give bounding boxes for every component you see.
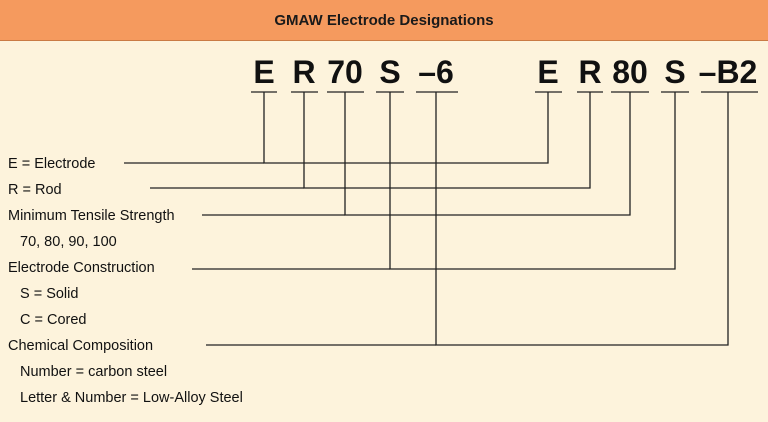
connector-composition [435, 92, 729, 346]
connectors [124, 92, 729, 346]
legend-rod: R = Rod [8, 182, 62, 198]
connector-rod [303, 92, 591, 189]
legend-tensile-values: 70, 80, 90, 100 [20, 234, 117, 250]
legend-composition-title: Chemical Composition [8, 338, 153, 354]
designation-right: E R 80 S –B2 [537, 54, 757, 90]
designation-left: E R 70 S –6 [253, 54, 453, 90]
legend-construction-title: Electrode Construction [8, 260, 155, 276]
right-composition-suffix: –B2 [699, 54, 758, 90]
right-r-char: R [578, 54, 601, 90]
legend-cored: C = Cored [20, 312, 87, 328]
legend-tensile-title: Minimum Tensile Strength [8, 208, 175, 224]
legend-electrode: E = Electrode [8, 156, 95, 172]
diagram-title: GMAW Electrode Designations [274, 11, 494, 29]
connector-electrode [263, 92, 549, 164]
diagram-header: GMAW Electrode Designations [0, 0, 768, 41]
right-e-char: E [537, 54, 558, 90]
connector-construction [389, 92, 676, 270]
right-strength-digits: 80 [612, 54, 648, 90]
left-r-char: R [292, 54, 315, 90]
legend: E = Electrode R = Rod Minimum Tensile St… [8, 156, 243, 406]
legend-number: Number = carbon steel [20, 364, 167, 380]
left-construction-char: S [379, 54, 400, 90]
connector-tensile [344, 92, 631, 216]
left-strength-digits: 70 [327, 54, 363, 90]
legend-solid: S = Solid [20, 286, 78, 302]
legend-letter-number: Letter & Number = Low-Alloy Steel [20, 390, 243, 406]
left-composition-suffix: –6 [418, 54, 454, 90]
left-e-char: E [253, 54, 274, 90]
right-construction-char: S [664, 54, 685, 90]
